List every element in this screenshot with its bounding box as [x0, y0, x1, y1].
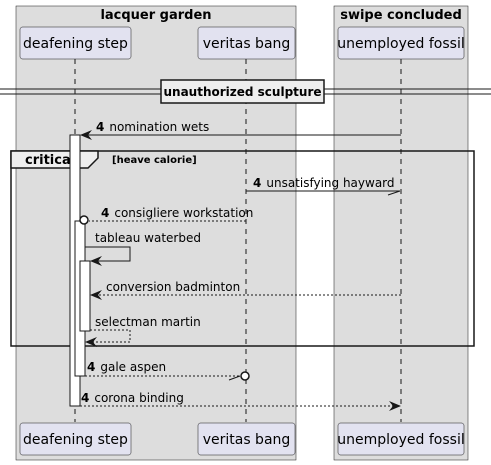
message-half-arrowhead: [387, 190, 401, 196]
box-title-swipe-concluded: swipe concluded: [340, 8, 462, 23]
participant-head-unemployed-fossil-box: [337, 26, 465, 60]
message-label: gale aspen: [100, 360, 166, 374]
message-selectman-martin[interactable]: selectman martin: [85, 315, 201, 347]
message-text: 4 unsatisfying hayward: [253, 176, 395, 190]
participant-label: deafening step: [23, 36, 128, 52]
fragment-condition-label: [heave calorie]: [112, 155, 197, 166]
message-label: corona binding: [94, 391, 183, 405]
message-number: 4: [96, 120, 104, 134]
participant-tail-veritas-bang[interactable]: veritas bang: [197, 422, 296, 456]
message-number: 4: [101, 206, 109, 220]
participant-head-unemployed-fossil[interactable]: unemployed fossil: [337, 26, 465, 60]
participant-tail-deafening-step[interactable]: deafening step: [19, 422, 132, 456]
divider-label-box: [160, 79, 325, 104]
message-label: nomination wets: [109, 120, 209, 134]
box-title-lacquer-garden: lacquer garden: [100, 8, 211, 23]
divider-label: unauthorized sculpture: [163, 85, 321, 99]
activation-bar-deafening-step-inner: [79, 260, 91, 332]
message-number: 4: [87, 360, 95, 374]
fragment-critical: critical [heave calorie]: [10, 150, 475, 347]
divider-unauthorized-sculpture: unauthorized sculpture: [0, 79, 491, 104]
message-label: selectman martin: [95, 315, 201, 329]
participant-tail-unemployed-fossil[interactable]: unemployed fossil: [337, 422, 465, 456]
fragment-frame: [10, 150, 475, 347]
participant-head-deafening-step-box: [19, 26, 132, 60]
message-conversion-badminton[interactable]: conversion badminton: [90, 280, 401, 300]
message-consigliere-workstation[interactable]: 4 consigliere workstation: [79, 206, 253, 225]
message-circle-end: [79, 215, 89, 225]
message-label: consigliere workstation: [114, 206, 253, 220]
participant-head-veritas-bang-box: [197, 26, 296, 60]
participant-label: unemployed fossil: [337, 432, 464, 448]
message-circle-end: [240, 371, 250, 381]
participant-tail-unemployed-fossil-box: [337, 422, 465, 456]
participant-label: veritas bang: [203, 36, 291, 52]
participant-label: veritas bang: [203, 432, 291, 448]
message-label: unsatisfying hayward: [266, 176, 394, 190]
participant-head-veritas-bang[interactable]: veritas bang: [197, 26, 296, 60]
message-unsatisfying-hayward[interactable]: 4 unsatisfying hayward: [246, 176, 401, 196]
participant-head-deafening-step[interactable]: deafening step: [19, 26, 132, 60]
message-corona-binding[interactable]: 4 corona binding: [80, 391, 401, 411]
message-label: conversion badminton: [106, 280, 240, 294]
participant-tail-veritas-bang-box: [197, 422, 296, 456]
message-number: 4: [81, 391, 89, 405]
message-half-arrowhead: [228, 375, 241, 381]
message-text: 4 corona binding: [81, 391, 184, 405]
participant-label: deafening step: [23, 432, 128, 448]
message-label: tableau waterbed: [95, 231, 201, 245]
message-text: 4 nomination wets: [96, 120, 209, 134]
fragment-kind-label: critical: [25, 153, 75, 168]
participant-label: unemployed fossil: [337, 36, 464, 52]
message-arrow: [85, 246, 131, 266]
message-gale-aspen[interactable]: 4 gale aspen: [85, 360, 250, 381]
message-number: 4: [253, 176, 261, 190]
message-nomination-wets[interactable]: 4 nomination wets: [80, 120, 401, 140]
message-text: 4 consigliere workstation: [101, 206, 253, 220]
participant-tail-deafening-step-box: [19, 422, 132, 456]
message-arrow: [85, 329, 131, 347]
message-tableau-waterbed[interactable]: tableau waterbed: [85, 231, 201, 266]
message-text: 4 gale aspen: [87, 360, 166, 374]
